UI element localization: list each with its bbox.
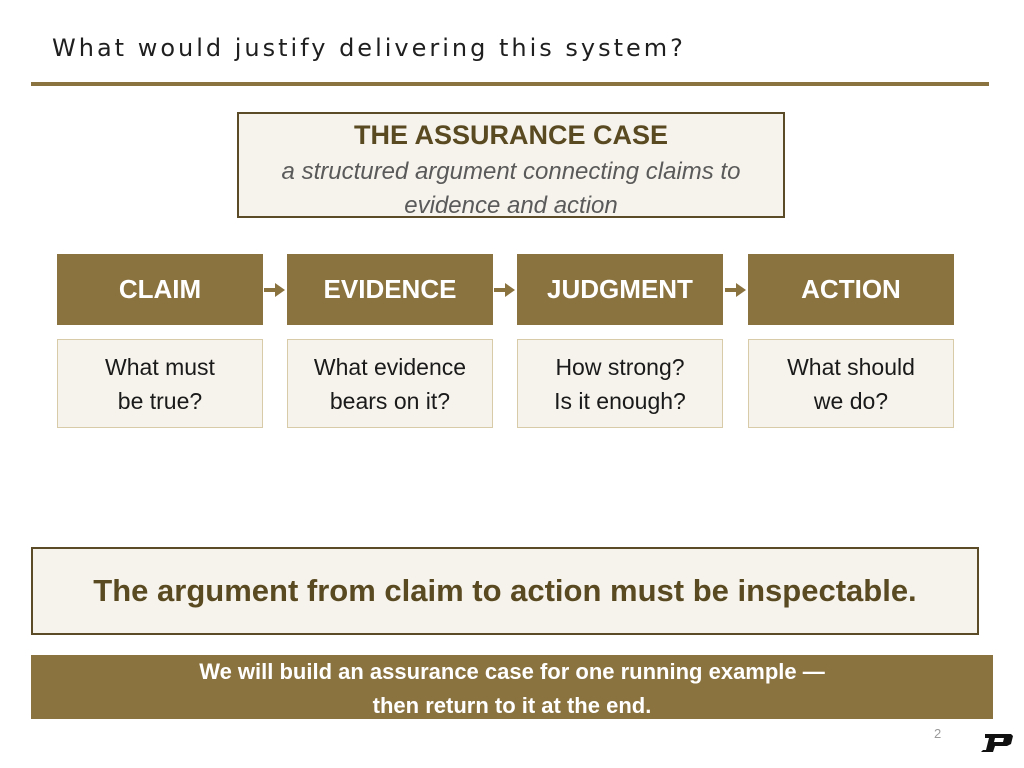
step-question-judgment: How strong? Is it enough? [517, 339, 723, 428]
footer-banner: We will build an assurance case for one … [31, 655, 993, 719]
step-question-text: What should we do? [787, 353, 915, 414]
arrow-right-icon [264, 283, 285, 297]
step-question-text: How strong? Is it enough? [554, 353, 686, 414]
step-question-claim: What must be true? [57, 339, 263, 428]
title-divider [31, 82, 989, 86]
footer-line-1: We will build an assurance case for one … [199, 659, 825, 684]
takeaway-text: The argument from claim to action must b… [93, 573, 917, 608]
slide-title: What would justify delivering this syste… [52, 34, 686, 62]
step-question-text: What evidence bears on it? [313, 353, 467, 414]
assurance-case-subtitle: a structured argument connecting claims … [281, 158, 741, 219]
takeaway-box: The argument from claim to action must b… [31, 547, 979, 635]
arrow-right-icon [725, 283, 746, 297]
assurance-case-box: THE ASSURANCE CASE a structured argument… [237, 112, 785, 219]
step-header-action: ACTION [748, 254, 954, 325]
purdue-p-logo-icon [981, 734, 1013, 752]
footer-line-2: then return to it at the end. [372, 693, 652, 718]
page-number: 2 [934, 726, 942, 741]
step-header-claim: CLAIM [57, 254, 263, 325]
step-question-text: What must be true? [105, 353, 215, 414]
step-header-judgment: JUDGMENT [517, 254, 723, 325]
assurance-case-heading: THE ASSURANCE CASE [353, 120, 669, 150]
step-header-evidence: EVIDENCE [287, 254, 493, 325]
step-question-action: What should we do? [748, 339, 954, 428]
arrow-right-icon [494, 283, 515, 297]
step-question-evidence: What evidence bears on it? [287, 339, 493, 428]
